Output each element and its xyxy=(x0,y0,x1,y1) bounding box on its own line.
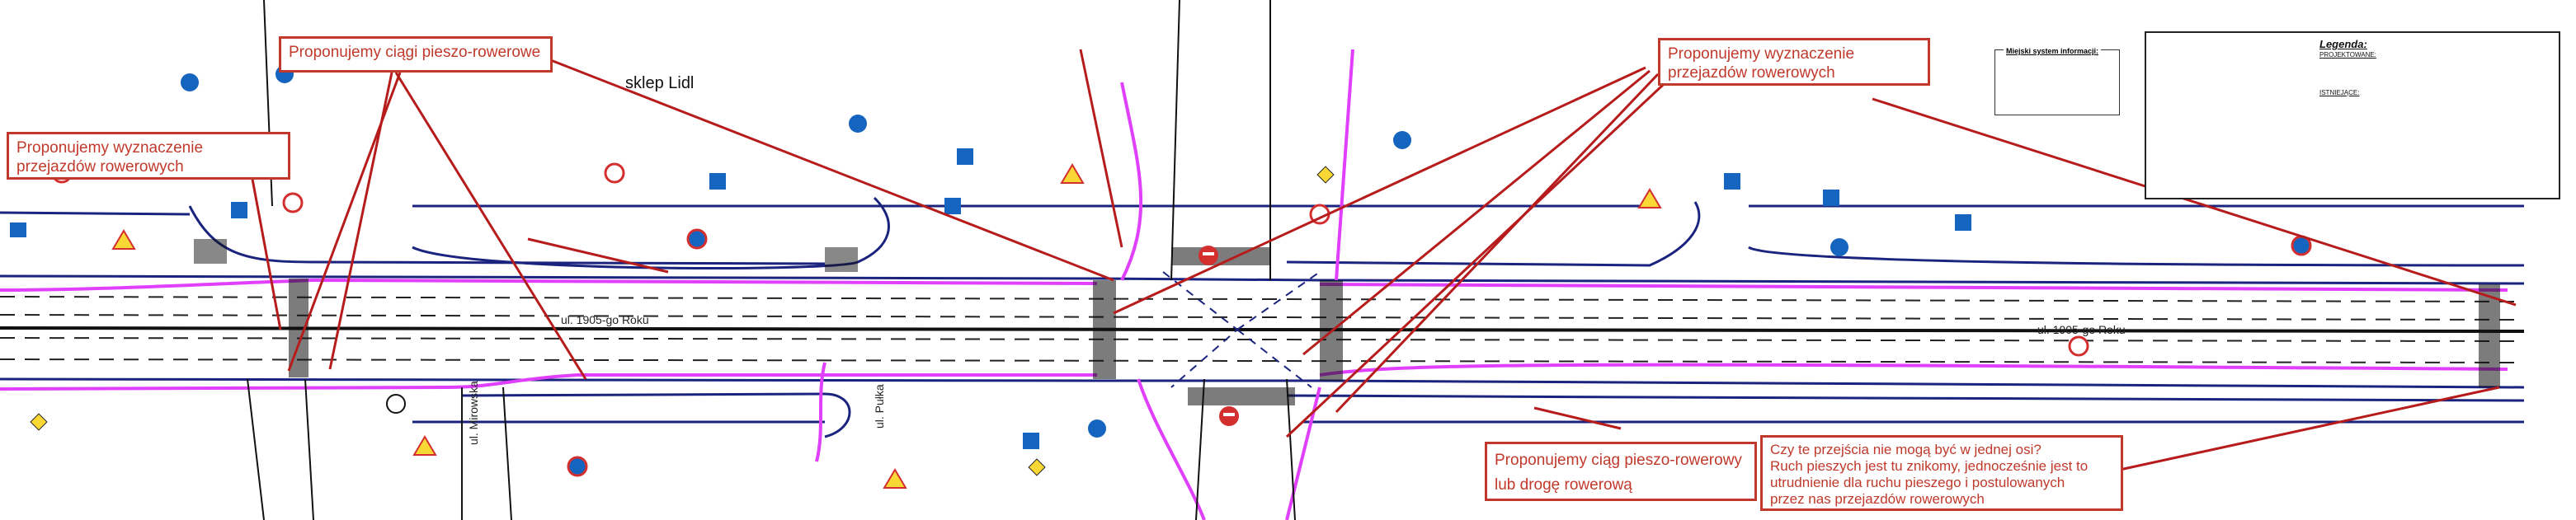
info-system-box: Miejski system informacji: xyxy=(1994,47,2120,115)
info-system-title: Miejski system informacji: xyxy=(2004,47,2102,55)
callout-przejazdy-center: Proponujemy wyznaczenie przejazdów rower… xyxy=(1658,38,1930,86)
street-label-left: ul. 1905-go Roku xyxy=(561,313,649,326)
legend-box: Legenda: PROJEKTOWANE: ISTNIEJĄCE: xyxy=(2145,31,2560,199)
bike-paths xyxy=(0,49,2508,520)
street-label-pulka: ul. Pułka xyxy=(873,384,886,429)
center-line xyxy=(0,326,2525,333)
callout-ciag-lub-droga: Proponujemy ciąg pieszo-rowerowy lub dro… xyxy=(1485,442,1757,501)
legend-istniejace: ISTNIEJĄCE: xyxy=(2319,89,2360,96)
callout-arrows xyxy=(246,49,2517,471)
callout-przejazdy-left: Proponujemy wyznaczenie przejazdów rower… xyxy=(7,132,290,180)
callout-pytanie: Czy te przejścia nie mogą być w jednej o… xyxy=(1760,435,2123,511)
cross-streets xyxy=(247,0,1296,520)
lane-markings xyxy=(0,296,2525,363)
callout-proponujemy-ciagi: Proponujemy ciągi pieszo-rowerowe xyxy=(279,36,553,73)
intersection-guides xyxy=(1162,271,1321,388)
street-label-mirowska: ul. Mirowska xyxy=(467,381,480,445)
crossings xyxy=(194,239,2500,405)
shop-label: sklep Lidl xyxy=(625,74,695,92)
road-edges xyxy=(0,196,2525,438)
street-label-right: ul. 1905-go Roku xyxy=(2037,323,2126,336)
legend-title: Legenda: xyxy=(2319,38,2367,50)
legend-projektowane: PROJEKTOWANE: xyxy=(2319,51,2376,59)
